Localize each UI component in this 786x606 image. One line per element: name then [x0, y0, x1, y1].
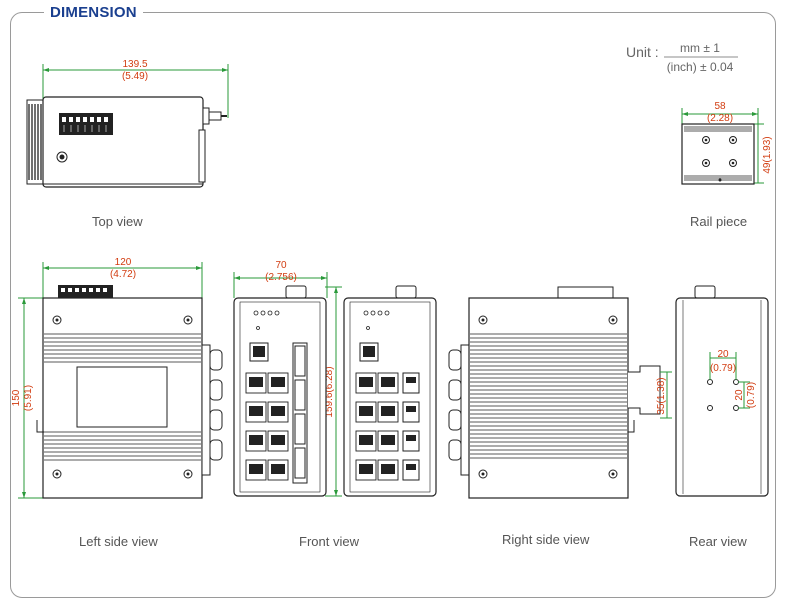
unit-legend: Unit : mm ± 1 (inch) ± 0.04 — [626, 41, 738, 74]
front-view-variant-drawing — [343, 285, 437, 497]
dimension-frame — [10, 12, 776, 598]
caption-right-side-view: Right side view — [502, 532, 590, 547]
rear-v-mm: 20 — [734, 389, 745, 401]
rear-v-inch: (0.79) — [746, 382, 757, 408]
rail-width-mm: 58 — [714, 101, 726, 112]
rear-view-drawing: 20 (0.79) 20 (0.79) — [675, 285, 769, 497]
unit-label: Unit : — [626, 44, 659, 60]
front-width-mm: 70 — [275, 260, 287, 271]
unit-numerator: mm ± 1 — [680, 41, 720, 55]
top-width-inch: (5.49) — [122, 71, 148, 82]
side-height-inch: (5.91) — [23, 385, 34, 411]
caption-rear-view: Rear view — [689, 534, 747, 549]
side-width-inch: (4.72) — [110, 269, 136, 280]
top-view-drawing: 139.5 (5.49) — [26, 59, 229, 188]
caption-front-view: Front view — [299, 534, 359, 549]
top-width-mm: 139.5 — [122, 59, 147, 70]
rear-h-inch: (0.79) — [710, 363, 736, 374]
clip-height: 35(1.38) — [656, 377, 667, 414]
side-height-mm: 150 — [11, 389, 22, 406]
rail-width-inch: (2.28) — [707, 113, 733, 124]
front-width-inch: (2.756) — [265, 272, 297, 283]
front-view-drawing: 70 (2.756) 159.6(6.28) — [233, 260, 342, 497]
left-side-view-drawing: 120 (4.72) 150 (5.91) — [11, 257, 223, 499]
unit-denominator: (inch) ± 0.04 — [667, 60, 734, 74]
front-height: 159.6(6.28) — [324, 366, 335, 417]
side-width-mm: 120 — [115, 257, 132, 268]
section-heading: DIMENSION — [44, 4, 143, 21]
rear-h-mm: 20 — [717, 349, 729, 360]
right-side-view-drawing: 35(1.38) — [448, 286, 672, 499]
rail-height: 49(1.93) — [762, 136, 773, 173]
rail-piece-drawing: 58 (2.28) 49(1.93) — [681, 101, 773, 185]
caption-left-side-view: Left side view — [79, 534, 158, 549]
caption-top-view: Top view — [92, 214, 143, 229]
caption-rail-piece: Rail piece — [690, 214, 748, 229]
